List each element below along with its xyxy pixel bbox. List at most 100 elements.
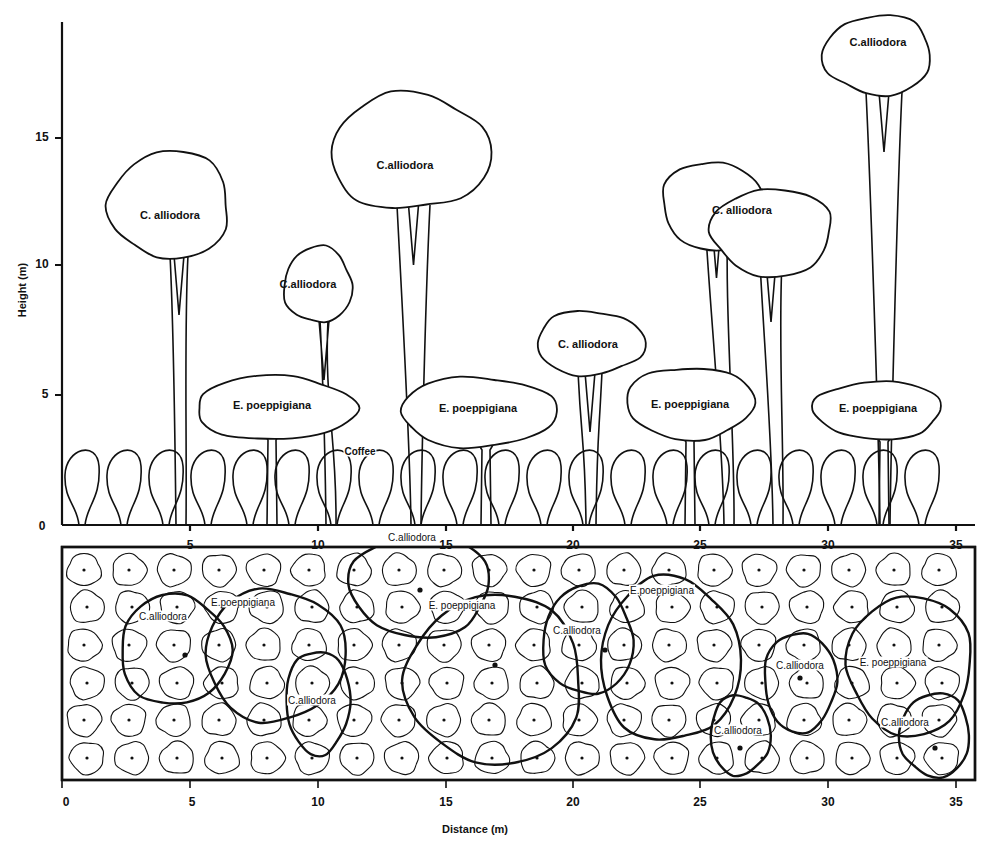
coffee-plan (880, 743, 915, 775)
species-label: C.alliodora (377, 159, 434, 171)
cordia-trunk (866, 92, 902, 525)
tree-stem (797, 675, 802, 680)
erythrina-trunk (475, 435, 497, 525)
crown-outline (899, 693, 969, 778)
coffee-plan (698, 554, 733, 586)
coffee-plan (295, 590, 329, 623)
coffee-plan (70, 590, 104, 623)
coffee-stem (805, 605, 808, 608)
coffee-plan (428, 554, 462, 587)
coffee-bush (821, 450, 855, 525)
coffee-plan (292, 628, 327, 660)
coffee-plan (607, 553, 641, 586)
coffee-plan (205, 741, 240, 773)
species-label: C. alliodora (558, 338, 618, 350)
coffee-stem (175, 605, 178, 608)
axis-title: Distance (m) (442, 823, 508, 835)
tick-label: 15 (439, 539, 452, 552)
coffee-stem (580, 681, 583, 684)
tick-label: 30 (821, 539, 834, 552)
cordia-trunk (578, 372, 602, 525)
coffee-stem (847, 718, 850, 721)
coffee-stem (577, 718, 580, 721)
coffee-stem (622, 643, 625, 646)
coffee-stem (352, 568, 355, 571)
erythrina-trunk (261, 425, 283, 525)
coffee-plan (290, 554, 325, 586)
tick-label: 35 (949, 539, 962, 552)
coffee-plan (70, 667, 104, 700)
coffee-stem (667, 718, 670, 721)
coffee-stem (937, 568, 940, 571)
coffee-stem (577, 643, 580, 646)
tick-label: 10 (311, 796, 324, 809)
tick-label: 10 (35, 258, 48, 271)
coffee-stem (127, 568, 130, 571)
plan-species-label: C.alliodora (287, 695, 337, 706)
coffee-plan (516, 554, 551, 586)
coffee-stem (895, 756, 898, 759)
coffee-stem (442, 568, 445, 571)
coffee-plan (113, 553, 147, 585)
coffee-stem (760, 605, 763, 608)
coffee-stem (577, 568, 580, 571)
coffee-stem (892, 568, 895, 571)
tick-label: 20 (566, 796, 579, 809)
plan-frame (62, 547, 975, 780)
tick-label: 25 (693, 796, 706, 809)
coffee-stem (535, 681, 538, 684)
cordia-trunk (170, 255, 188, 525)
coffee-stem (352, 643, 355, 646)
species-label: E. poeppigiana (439, 402, 517, 414)
coffee-plan (202, 555, 236, 587)
coffee-stem (307, 718, 310, 721)
erythrina-trunk (873, 427, 895, 525)
crown-outline (287, 652, 351, 756)
coffee-plan (115, 668, 149, 700)
coffee-stem (670, 681, 673, 684)
coffee-stem (892, 643, 895, 646)
coffee-plan (156, 704, 190, 736)
coffee-stem (445, 681, 448, 684)
coffee-bush (191, 450, 225, 525)
species-label: C. alliodora (140, 209, 200, 221)
coffee-stem (265, 681, 268, 684)
species-label: E. poeppigiana (233, 399, 311, 411)
coffee-plan (111, 704, 146, 736)
crown-outline (711, 695, 771, 776)
coffee-plan (251, 742, 286, 774)
coffee-plan (880, 590, 915, 623)
tick-label: 25 (693, 539, 706, 552)
coffee-plan (474, 667, 508, 699)
coffee-plan (699, 668, 734, 700)
crown-outline (402, 595, 579, 765)
coffee-plan (471, 703, 505, 735)
coffee-stem (307, 643, 310, 646)
coffee-plan (68, 629, 103, 661)
coffee-stem (307, 568, 310, 571)
coffee-plan (789, 666, 823, 698)
tick-label: 15 (439, 796, 452, 809)
coffee-stem (352, 718, 355, 721)
plan-species-label: C.alliodora (387, 532, 437, 543)
coffee-stem (262, 718, 265, 721)
coffee-bush (737, 450, 771, 525)
crown-outline (206, 588, 346, 723)
coffee-plan (159, 741, 193, 773)
coffee-stem (490, 756, 493, 759)
coffee-plan (384, 742, 418, 775)
cordia-crown (709, 189, 831, 277)
plan-species-label: E. poeppigiana (859, 657, 928, 668)
coffee-stem (715, 681, 718, 684)
coffee-stem (397, 643, 400, 646)
coffee-stem (130, 605, 133, 608)
coffee-stem (940, 681, 943, 684)
coffee-stem (805, 681, 808, 684)
coffee-stem (262, 568, 265, 571)
coffee-plan (247, 703, 281, 736)
tick-label: 15 (35, 131, 48, 144)
coffee-plan (653, 629, 687, 662)
coffee-stem (487, 718, 490, 721)
coffee-plan (833, 591, 868, 623)
